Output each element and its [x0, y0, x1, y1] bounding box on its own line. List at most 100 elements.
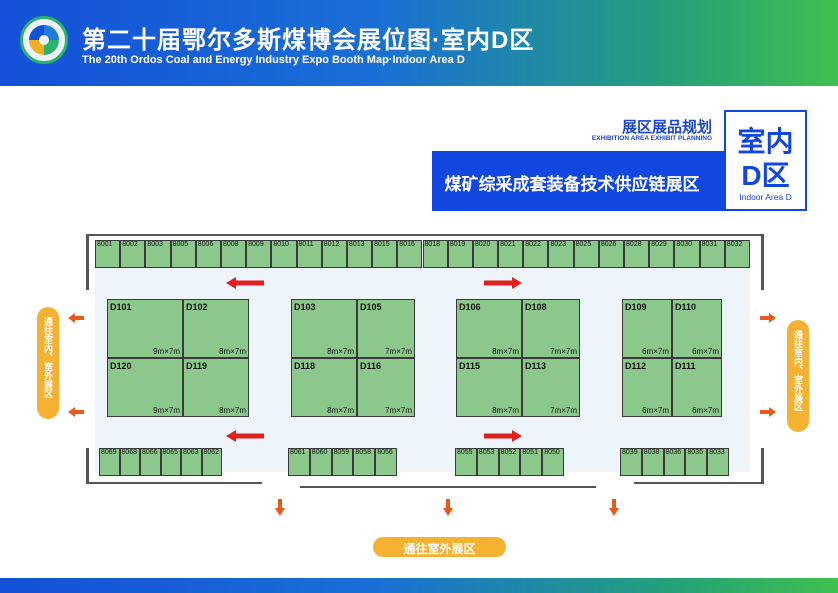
- booth-number: 8031: [701, 241, 718, 248]
- area-badge-en: Indoor Area D: [739, 192, 792, 202]
- booth: 8026: [598, 240, 625, 268]
- exit-arrow-down-icon: [443, 499, 453, 516]
- booth: 8022: [523, 240, 549, 268]
- booth-number: 8018: [424, 241, 441, 248]
- arrow-left-icon: [226, 430, 264, 442]
- booth-number: 8060: [311, 449, 328, 456]
- booth-number: 8012: [323, 241, 340, 248]
- island-booth-id: D120: [110, 361, 132, 371]
- island-booth-id: D101: [110, 302, 132, 312]
- exit-sign-left: 通往室内、室外展区: [37, 307, 59, 419]
- booth: 8029: [649, 240, 675, 268]
- booth-number: 8058: [355, 449, 371, 456]
- island-booth-size: 8m×7m: [327, 347, 354, 356]
- booth-number: 8003: [147, 241, 163, 248]
- exit-arrow-right-icon: [760, 407, 776, 417]
- exit-sign-left-label: 通往室内、室外展区: [43, 317, 53, 398]
- exit-arrow-down-icon: [609, 499, 619, 516]
- booth: 8032: [724, 240, 750, 268]
- island-booth-size: 8m×7m: [492, 347, 519, 356]
- booth: 8059: [331, 448, 354, 476]
- exit-arrow-left-icon: [68, 313, 84, 323]
- booth-number: 8008: [222, 241, 239, 248]
- booth-number: 8059: [333, 449, 350, 456]
- exit-sign-right: 通往室内、室外展区: [787, 320, 809, 432]
- booth: 8063: [181, 448, 202, 476]
- booth: 8058: [353, 448, 376, 476]
- header-banner: 第二十届鄂尔多斯煤博会展位图·室内D区 The 20th Ordos Coal …: [0, 0, 838, 86]
- island-booth: D120 9m×7m: [107, 358, 183, 417]
- booth: 8003: [145, 240, 171, 268]
- booth-number: 8011: [298, 241, 314, 248]
- booth-number: 8005: [172, 241, 189, 248]
- booth: 8016: [397, 240, 423, 268]
- hall-wall: [86, 234, 764, 236]
- island-booth-size: 8m×7m: [327, 406, 354, 415]
- island-booth-size: 7m×7m: [550, 406, 577, 415]
- expo-logo-icon: [20, 16, 68, 64]
- booth-number: 8021: [500, 241, 516, 248]
- island-booth-size: 8m×7m: [219, 406, 246, 415]
- booth: 8030: [674, 240, 700, 268]
- island-booth-id: D119: [186, 361, 208, 371]
- exhibit-planning-label-en: EXHIBITION AREA EXHIBIT PLANNING: [591, 135, 712, 142]
- page-title: 第二十届鄂尔多斯煤博会展位图·室内D区: [82, 27, 535, 54]
- island-booth: D106 8m×7m: [456, 299, 522, 358]
- exhibit-zone-title: 煤矿综采成套装备技术供应链展区: [444, 175, 700, 194]
- booth: 8039: [620, 448, 642, 476]
- booth-number: 8002: [122, 241, 138, 248]
- exit-sign-right-label: 通往室内、室外展区: [793, 330, 803, 411]
- arrow-right-icon: [484, 277, 522, 289]
- page-subtitle: The 20th Ordos Coal and Energy Industry …: [82, 54, 465, 66]
- booth: 8066: [140, 448, 161, 476]
- booth: 8019: [447, 240, 473, 268]
- island-booth-id: D106: [459, 302, 481, 312]
- arrow-left-icon: [226, 277, 264, 289]
- booth-number: 8010: [273, 241, 289, 248]
- island-booth-size: 6m×7m: [642, 406, 669, 415]
- hall-wall: [634, 482, 764, 484]
- booth: 8061: [288, 448, 310, 476]
- footer-stripe: [0, 578, 838, 593]
- booth-number: 8006: [197, 241, 214, 248]
- island-booth-size: 7m×7m: [550, 347, 577, 356]
- booth: 8002: [120, 240, 146, 268]
- booth: 8052: [498, 448, 521, 476]
- booth-number: 8015: [374, 241, 390, 248]
- booth: 8008: [220, 240, 247, 268]
- booth: 8033: [707, 448, 729, 476]
- booth: 8035: [685, 448, 708, 476]
- booth-number: 8063: [183, 449, 199, 456]
- booth: 8060: [309, 448, 332, 476]
- island-booth-id: D116: [360, 361, 382, 371]
- booth: 8053: [476, 448, 499, 476]
- island-booth-size: 6m×7m: [642, 347, 669, 356]
- hall-wall: [86, 482, 262, 484]
- booth: 8006: [195, 240, 221, 268]
- booth-number: 8020: [474, 241, 491, 248]
- island-booth-size: 7m×7m: [385, 347, 412, 356]
- island-booth-id: D102: [186, 302, 208, 312]
- area-badge: 室内 D区 Indoor Area D: [724, 110, 807, 211]
- booth: 8036: [663, 448, 686, 476]
- booth-number: 8030: [676, 241, 692, 248]
- booth-number: 8022: [525, 241, 541, 248]
- area-badge-line2: D区: [741, 160, 790, 191]
- island-booth-size: 9m×7m: [153, 406, 180, 415]
- booth: 8062: [201, 448, 222, 476]
- hall-wall: [86, 234, 89, 290]
- booth-number: 8019: [449, 241, 466, 248]
- booth-number: 8039: [622, 449, 638, 456]
- arrow-right-icon: [484, 430, 522, 442]
- island-booth-id: D110: [675, 302, 697, 312]
- hall-wall: [300, 486, 596, 488]
- booth-number: 8056: [377, 449, 393, 456]
